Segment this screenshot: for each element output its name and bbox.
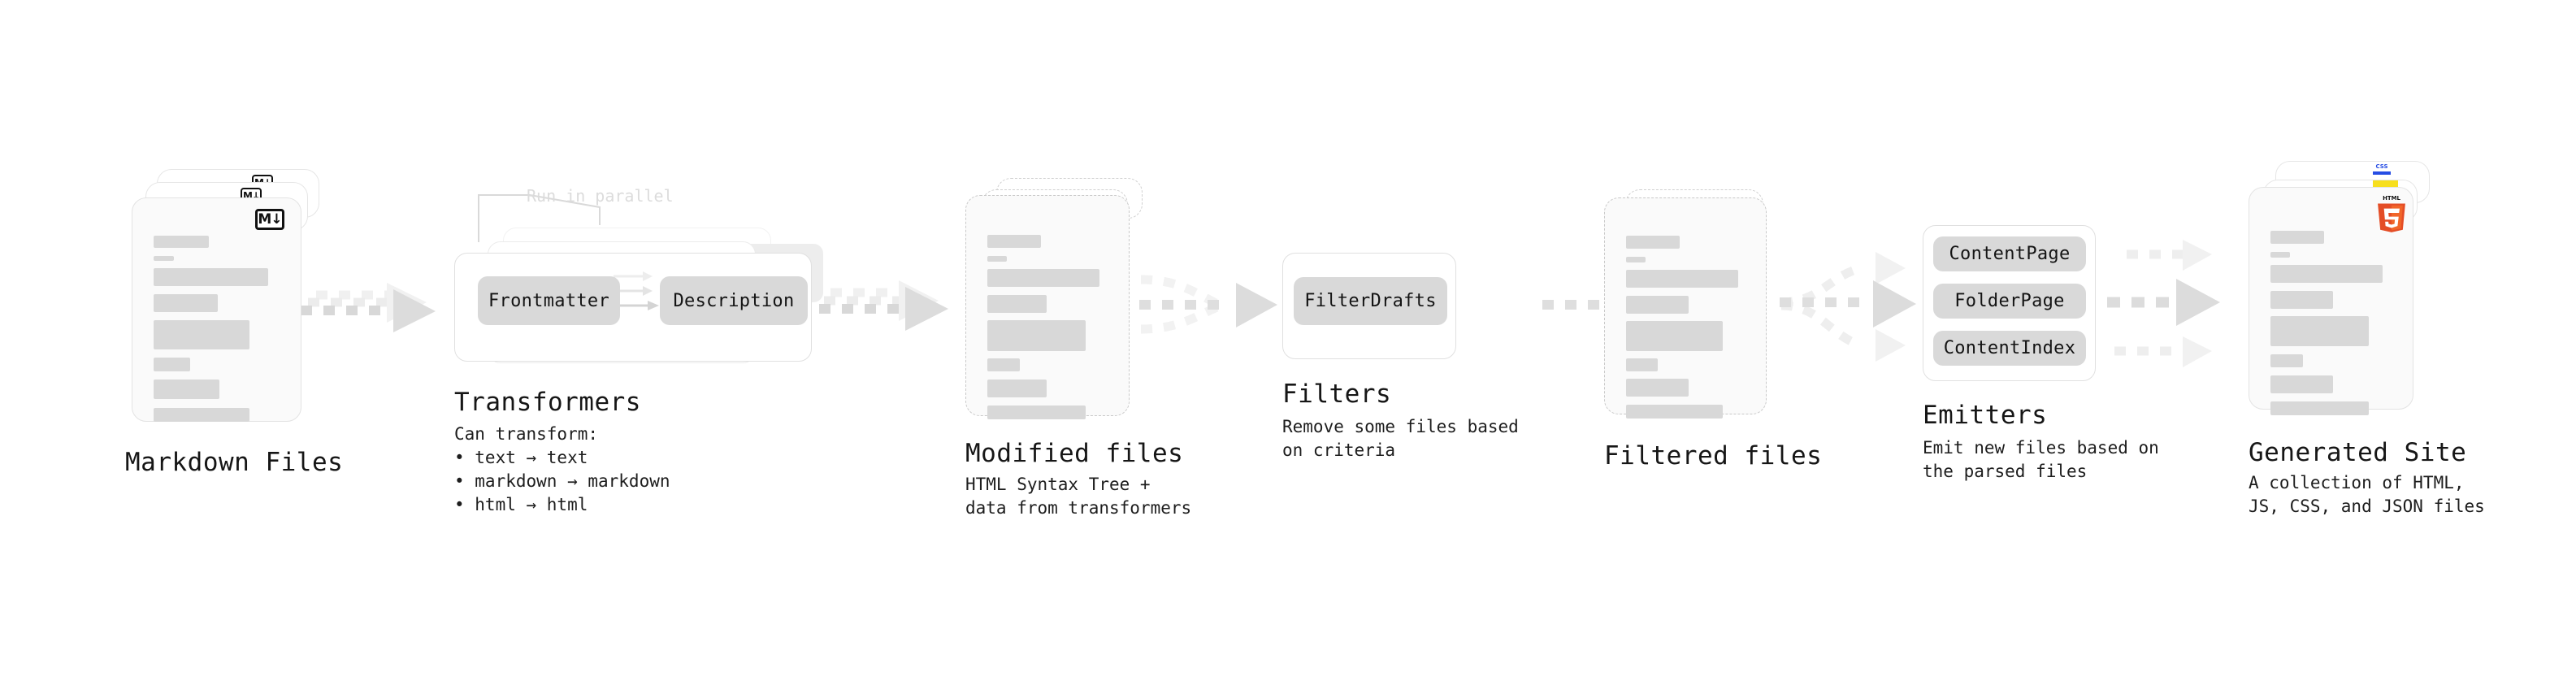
content-bar — [2270, 375, 2333, 393]
content-bar — [154, 268, 268, 286]
content-bar — [2270, 265, 2383, 283]
markdown-file-sheet-front — [132, 197, 301, 422]
chip-contentpage[interactable]: ContentPage — [1933, 236, 2086, 271]
content-bar — [987, 235, 1041, 248]
stage-desc-emitters: Emit new files based on the parsed files — [1923, 438, 2159, 481]
content-bar — [1626, 257, 1646, 262]
arrow-emitters-to-site — [2107, 240, 2220, 367]
content-bar — [987, 256, 1007, 262]
content-bar — [2270, 231, 2324, 244]
stage-title-transformers: Transformers — [454, 388, 641, 417]
content-bar — [987, 295, 1047, 313]
chip-filterdrafts[interactable]: FilterDrafts — [1294, 277, 1447, 325]
content-bar — [2270, 252, 2290, 258]
stage-title-modified-files: Modified files — [965, 439, 1184, 468]
content-bar — [1626, 270, 1738, 288]
stage-desc-modified-files: HTML Syntax Tree + data from transformer… — [965, 475, 1192, 518]
stage-title-filtered-files: Filtered files — [1604, 441, 1823, 471]
chip-contentindex[interactable]: ContentIndex — [1933, 331, 2086, 366]
content-bar — [154, 380, 219, 399]
html5-icon: HTML — [2378, 195, 2405, 232]
modified-file-sheet-front — [965, 195, 1130, 419]
content-bar — [154, 236, 209, 248]
arrow-modified-to-filters — [1139, 275, 1277, 334]
stage-desc-filters: Remove some files based on criteria — [1282, 417, 1519, 460]
filtered-file-sheet-front — [1604, 197, 1767, 419]
css-icon: CSS — [2373, 164, 2391, 175]
markdown-badge-front: M↓ — [255, 209, 284, 230]
stage-desc-generated-site: A collection of HTML, JS, CSS, and JSON … — [2249, 473, 2485, 516]
content-bar — [2270, 401, 2369, 415]
content-bar — [2270, 291, 2333, 309]
arrow-filtered-to-emitters — [1780, 252, 1916, 362]
stage-title-generated-site: Generated Site — [2249, 438, 2467, 467]
content-bar — [987, 269, 1099, 287]
content-bar — [1626, 321, 1723, 351]
svg-text:HTML: HTML — [2383, 195, 2400, 202]
content-bar — [154, 358, 190, 371]
run-in-parallel-label: Run in parallel — [527, 186, 674, 206]
content-bar — [1626, 379, 1689, 397]
stage-title-markdown-files: Markdown Files — [125, 448, 344, 477]
stage-desc-transformers: Can transform: • text → text • markdown … — [454, 424, 670, 514]
content-bar — [987, 380, 1047, 397]
content-bar — [987, 406, 1086, 419]
stage-title-filters: Filters — [1282, 380, 1392, 409]
content-bar — [154, 408, 249, 422]
content-bar — [1626, 236, 1680, 249]
arrow-transformers-to-modified — [819, 280, 948, 331]
chip-folderpage[interactable]: FolderPage — [1933, 284, 2086, 319]
arrow-markdown-to-transformers — [301, 283, 436, 332]
content-bar — [1626, 296, 1689, 314]
stage-title-emitters: Emitters — [1923, 401, 2048, 430]
content-bar — [2270, 354, 2303, 367]
content-bar — [987, 320, 1086, 351]
content-bar — [1626, 405, 1723, 419]
content-bar — [987, 358, 1020, 371]
chip-frontmatter[interactable]: Frontmatter — [478, 276, 620, 325]
content-bar — [154, 256, 174, 261]
content-bar — [1626, 358, 1658, 371]
chip-description[interactable]: Description — [660, 276, 808, 325]
content-bar — [154, 294, 218, 312]
content-bar — [2270, 316, 2369, 346]
content-bar — [154, 320, 249, 349]
